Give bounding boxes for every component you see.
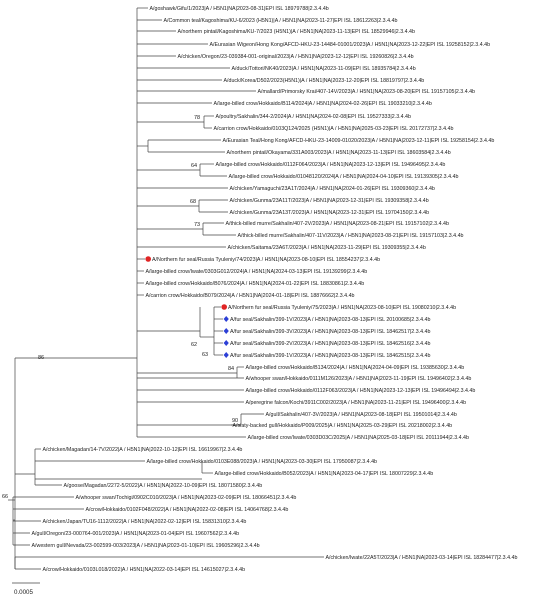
bootstrap-value: 64 <box>191 163 197 169</box>
leaf-label: A/fur seal/Sakhalin/399-3V/2023|A / H5N1… <box>230 329 431 335</box>
leaf-label: A/large-billed crow/Iwate/0303G012/2024|… <box>146 269 368 275</box>
leaf-label: A/Northern fur seal/Russia Tyuleniy/74/2… <box>152 257 380 263</box>
leaf-label: A/Eurasian Teal/Hong Kong/AFCD-HKU-23-14… <box>223 138 495 144</box>
leaf-label: A/large-billed crow/Iwate/0303D03C/2025|… <box>248 435 469 441</box>
leaf-label: A/large-billed crow/Hokkaido/B114/2024|A… <box>214 101 432 107</box>
leaf-label: A/crow/Hokkaido/0102F048/2022|A / H5N1|N… <box>86 507 289 513</box>
red-circle-marker <box>221 304 227 310</box>
leaf-label: A/large-billed crow/Hokkaido/B134/2024|A… <box>246 365 465 371</box>
leaf-label: A/whooper swan/Tochigi/0902C010/2023|A /… <box>76 495 297 501</box>
leaf-label: A/western gull/Nevada/23-002599-003/2023… <box>32 543 260 549</box>
bootstrap-value: 78 <box>194 115 200 121</box>
leaf-label: A/thick-billed murre/Sakhalin/407-11V/20… <box>238 233 464 239</box>
leaf-label: A/carrion crow/Hokkaido/0103Q124/2025 (H… <box>214 126 454 132</box>
bootstrap-values: 78 64 68 73 62 63 84 90 86 66 <box>2 115 238 500</box>
leaf-label: A/northern pintail/Okayama/331A003/2023|… <box>227 150 451 156</box>
leaf-label: A/chicken/Oregon/23-039384-001-original/… <box>178 54 414 60</box>
leaf-label: A/peregrine falcon/Kochi/3911C002/2023|A… <box>246 400 467 406</box>
blue-diamond-marker <box>223 328 229 334</box>
scale-bar-label: 0.0005 <box>14 589 33 596</box>
leaf-label: A/gull/Sakhalin/407-3V/2023|A / H5N1|NA|… <box>266 412 457 418</box>
bootstrap-value: 66 <box>2 494 8 500</box>
leaf-label: A/gull/Oregon/23-000764-001/2023|A / H5N… <box>32 531 240 537</box>
leaf-label: A/chicken/Saitama/23A6T/2023|A / H5N1|NA… <box>228 245 426 251</box>
leaf-label: A/carrion crow/Hokkaido/B079/2024|A / H5… <box>146 293 355 299</box>
red-circle-marker <box>145 256 151 262</box>
bootstrap-value: 63 <box>202 352 208 358</box>
leaf-label: A/large-billed crow/Hokkaido/B052/2023|A… <box>215 471 434 477</box>
leaf-label: A/whooper swan/Hokkaido/0111M126/2023|A … <box>246 376 472 382</box>
leaf-labels: A/goshawk/Gifu/1/2023|A / H5N1|NA|2023-0… <box>32 6 518 573</box>
bootstrap-value: 73 <box>194 222 200 228</box>
leaf-label: A/chicken/Gunma/23A13T/2023|A / H5N1|NA|… <box>230 210 430 216</box>
scale-bar: 0.0005 <box>12 582 40 596</box>
leaf-label: A/thick-billed murre/Sakhalin/407-2V/202… <box>226 221 449 227</box>
leaf-label: A/Common teal/Kagoshima/KU-6/2023 (H5N1)… <box>164 18 398 24</box>
leaf-label: A/chicken/Japan/TU16-1112/2022|A / H5N1|… <box>43 519 247 525</box>
blue-diamond-marker <box>223 316 229 322</box>
leaf-label: A/chicken/Iwate/22A5T/2023|A / H5N1|NA|2… <box>326 555 518 561</box>
leaf-label: A/poultry/Sakhalin/344-2/2024|A / H5N1|N… <box>216 114 411 120</box>
leaf-label: A/chicken/Magadan/14-7V/2022|A / H5N1|NA… <box>43 447 243 453</box>
leaf-label: A/Northern fur seal/Russia Tyuleniy/75/2… <box>228 305 456 311</box>
leaf-label: A/Eurasian Wigeon/Hong Kong/AFCD-HKU-23-… <box>210 42 491 48</box>
leaf-label: A/large-billed crow/Hokkaido/01048120/20… <box>229 174 459 180</box>
leaf-label: A/large-billed crow/Hokkaido/B076/2024|A… <box>146 281 365 287</box>
leaf-label: A/large-billed crow/Hokkaido/0112F064/20… <box>216 162 446 168</box>
leaf-label: A/fur seal/Sakhalin/399-1V/2023|A / H5N1… <box>230 353 431 359</box>
leaf-markers <box>145 256 229 358</box>
bootstrap-value: 62 <box>191 342 197 348</box>
leaf-label: A/large-billed crow/Hokkaido/0112F063/20… <box>246 388 476 394</box>
leaf-label: A/crow/Hokkaido/0103L018/2022|A / H5N1|N… <box>43 567 246 573</box>
leaf-label: A/fur seal/Sakhalin/399-1V/2023|A / H5N1… <box>230 317 431 323</box>
bootstrap-value: 90 <box>232 418 238 424</box>
bootstrap-value: 68 <box>190 199 196 205</box>
leaf-label: A/duck/Tottori/NK40/2023|A / H5N1|NA|202… <box>232 66 416 72</box>
blue-diamond-marker <box>223 340 229 346</box>
blue-diamond-marker <box>223 352 229 358</box>
leaf-label: A/large-billed crow/Hokkaido/0103E088/20… <box>147 459 378 465</box>
leaf-label: A/chicken/Gunma/23A11T/2023|A / H5N1|NA|… <box>230 198 429 204</box>
leaf-label: A/mallard/Primorsky Krai/407-14V/2023|A … <box>258 89 476 95</box>
bootstrap-value: 86 <box>38 355 44 361</box>
leaf-label: A/fur seal/Sakhalin/399-2V/2023|A / H5N1… <box>230 341 431 347</box>
leaf-label: A/chicken/Yamaguchi/23A1T/2024|A / H5N1|… <box>230 186 435 192</box>
leaf-label: A/goose/Magadan/2272-5/2022|A / H5N1|NA|… <box>64 483 263 489</box>
leaf-label: A/goshawk/Gifu/1/2023|A / H5N1|NA|2023-0… <box>150 6 329 12</box>
leaf-label: A/northern pintail/Kagoshima/KU-7/2023 (… <box>178 29 415 35</box>
branch-lines <box>8 7 324 570</box>
bootstrap-value: 84 <box>228 366 234 372</box>
leaf-label: A/duck/Korea/D502/2023(H5N1)|A / H5N1|NA… <box>224 78 425 84</box>
leaf-label: A/slaty-backed gull/Hokkaido/P009/2025|A… <box>233 423 453 429</box>
